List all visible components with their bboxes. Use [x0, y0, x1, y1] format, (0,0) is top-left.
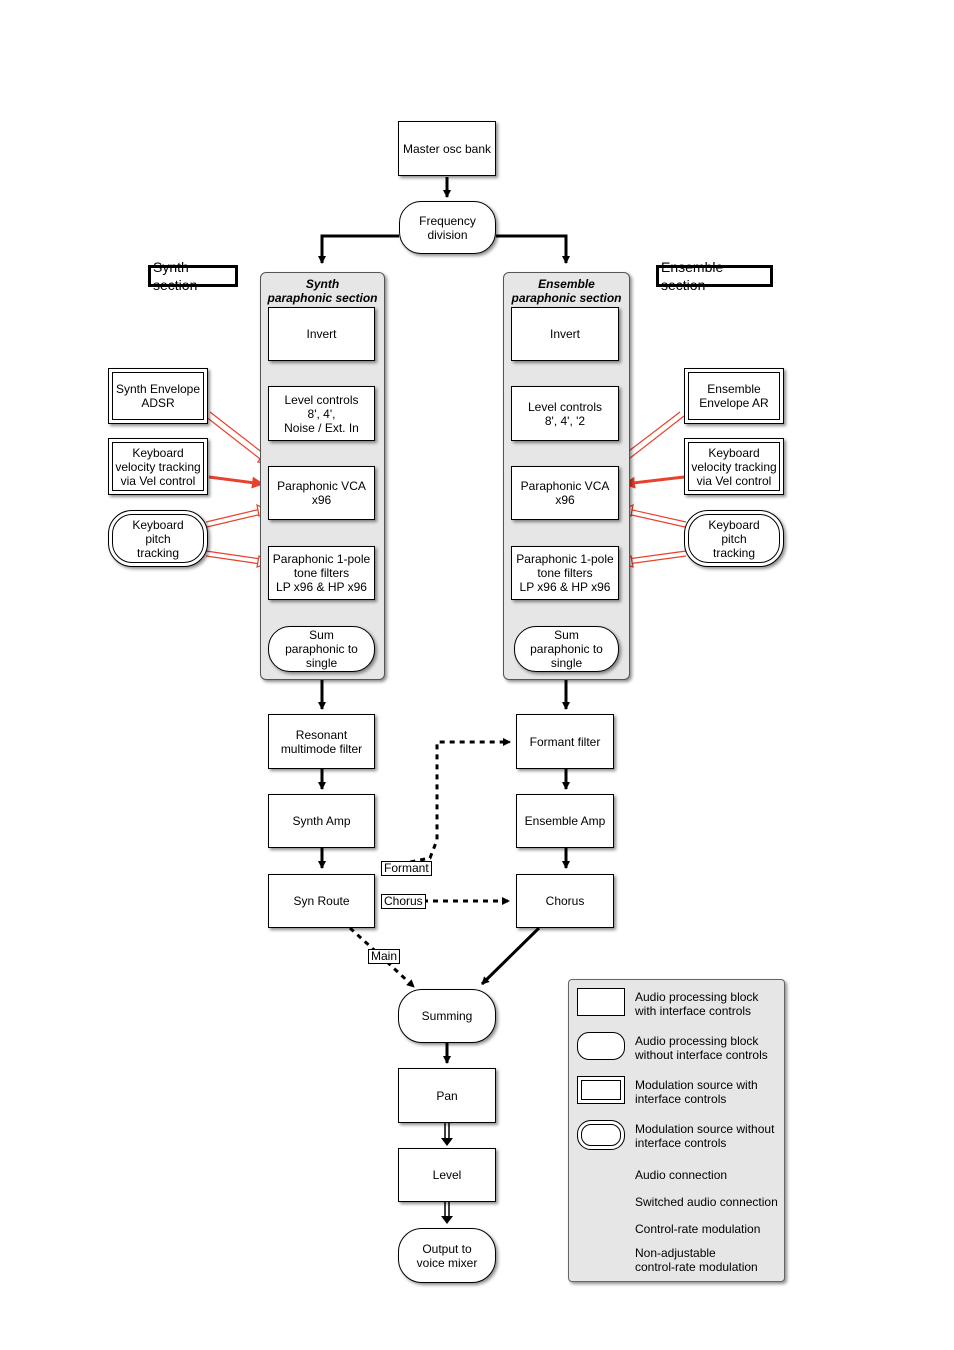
summing-block: Summing: [398, 989, 496, 1043]
legend-swatch-block-with-controls: [577, 988, 625, 1016]
pan-block[interactable]: Pan: [398, 1068, 496, 1123]
resonant-filter-block[interactable]: Resonant multimode filter: [268, 714, 375, 769]
legend-label-block-with-controls: Audio processing block with interface co…: [635, 990, 759, 1018]
conn-freqdiv-ensemble: [496, 234, 570, 264]
ensemble-invert-block[interactable]: Invert: [511, 307, 619, 361]
legend-label-mod-with-controls: Modulation source with interface control…: [635, 1078, 758, 1106]
synth-tone-filters-block[interactable]: Paraphonic 1-pole tone filters LP x96 & …: [268, 546, 375, 600]
legend-label-control-rate: Control-rate modulation: [635, 1222, 761, 1236]
level-block[interactable]: Level: [398, 1148, 496, 1202]
synth-section-label: Synth section: [148, 259, 238, 293]
ensemble-pitch-tracking-source: Keyboard pitch tracking: [684, 510, 784, 567]
chorus-route-tag: Chorus: [381, 894, 426, 909]
frequency-division-block: Frequency division: [399, 201, 496, 254]
ensemble-sum-block: Sum paraphonic to single: [514, 626, 619, 672]
formant-filter-block[interactable]: Formant filter: [516, 714, 614, 769]
synth-paraphonic-title: Synth paraphonic section: [267, 277, 378, 305]
formant-route-tag: Formant: [381, 861, 432, 876]
legend-label-non-adjustable: Non-adjustable control-rate modulation: [635, 1246, 758, 1274]
synth-level-controls-block[interactable]: Level controls 8', 4', Noise / Ext. In: [268, 386, 375, 441]
conn-route-formant: [380, 738, 511, 870]
main-route-tag: Main: [368, 949, 401, 964]
legend-label-switched-connection: Switched audio connection: [635, 1195, 778, 1209]
synth-amp-block[interactable]: Synth Amp: [268, 794, 375, 848]
mod-synth-velocity: [208, 475, 264, 489]
legend-swatch-mod-without-controls: [577, 1120, 625, 1150]
synth-sum-block: Sum paraphonic to single: [268, 626, 375, 672]
legend-swatch-block-without-controls: [577, 1032, 625, 1060]
legend-swatch-mod-with-controls: [577, 1076, 625, 1104]
ensemble-envelope-ar-source[interactable]: Ensemble Envelope AR: [684, 368, 784, 424]
legend-label-mod-without-controls: Modulation source without interface cont…: [635, 1122, 775, 1150]
synth-paraphonic-vca-block[interactable]: Paraphonic VCA x96: [268, 466, 375, 520]
synth-pitch-tracking-source: Keyboard pitch tracking: [108, 510, 208, 567]
legend-label-block-without-controls: Audio processing block without interface…: [635, 1034, 768, 1062]
conn-chorus-summing: [480, 926, 541, 986]
ensemble-amp-block[interactable]: Ensemble Amp: [516, 794, 614, 848]
ensemble-section-label: Ensemble section: [656, 259, 773, 293]
synth-envelope-adsr-source[interactable]: Synth Envelope ADSR: [108, 368, 208, 424]
syn-route-block[interactable]: Syn Route: [268, 874, 375, 928]
conn-freqdiv-synth: [318, 234, 399, 264]
ensemble-paraphonic-vca-block[interactable]: Paraphonic VCA x96: [511, 466, 619, 520]
legend-panel: Audio processing block with interface co…: [568, 979, 785, 1282]
output-block: Output to voice mixer: [398, 1228, 496, 1283]
synth-velocity-tracking-source[interactable]: Keyboard velocity tracking via Vel contr…: [108, 438, 208, 495]
ensemble-level-controls-block[interactable]: Level controls 8', 4', '2: [511, 386, 619, 441]
ensemble-tone-filters-block[interactable]: Paraphonic 1-pole tone filters LP x96 & …: [511, 546, 619, 600]
legend-label-audio-connection: Audio connection: [635, 1168, 728, 1182]
mod-ensemble-velocity: [623, 475, 685, 489]
synth-invert-block[interactable]: Invert: [268, 307, 375, 361]
ensemble-paraphonic-title: Ensemble paraphonic section: [511, 277, 622, 305]
master-osc-bank-block[interactable]: Master osc bank: [398, 121, 496, 176]
ensemble-velocity-tracking-source[interactable]: Keyboard velocity tracking via Vel contr…: [684, 438, 784, 495]
chorus-block[interactable]: Chorus: [516, 874, 614, 928]
